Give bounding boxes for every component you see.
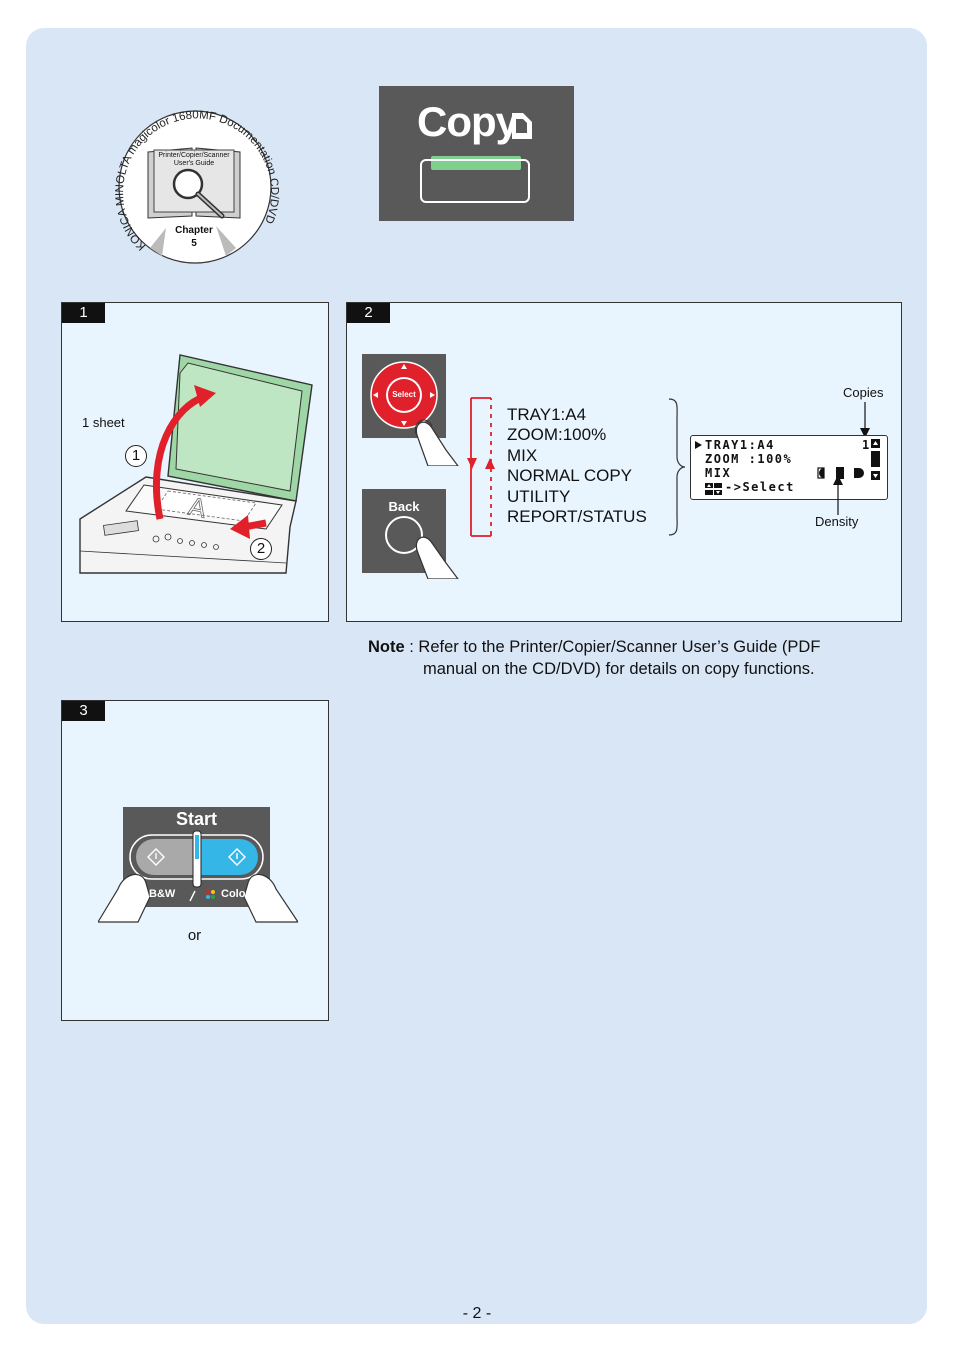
step1-circle-1: 1 (125, 445, 147, 467)
select-key-label: Select (392, 390, 416, 399)
step3-panel: 3 Start B&W Color or (61, 700, 329, 1021)
step1-circle-1-text: 1 (131, 447, 141, 464)
menu-item-utility: UTILITY (507, 486, 571, 506)
note-block: Note : Refer to the Printer/Copier/Scann… (368, 636, 908, 680)
copy-key-button-outline (420, 159, 530, 203)
copies-label: Copies (843, 385, 884, 400)
back-key-illustration[interactable] (362, 489, 462, 580)
step2-number: 2 (347, 303, 390, 323)
lcd-copies-value: 1 (862, 438, 870, 452)
scroll-arrows-bracket (467, 396, 499, 538)
bw-label: B&W (149, 888, 176, 900)
menu-item-normal-copy: NORMAL COPY (507, 466, 633, 486)
lcd-copies-scroll-icon (871, 439, 880, 481)
curly-brace (665, 397, 689, 537)
start-panel-illustration (96, 807, 300, 927)
copies-arrow (859, 402, 871, 438)
copy-key[interactable]: Copy (379, 86, 574, 221)
menu-item-list: TRAY1:A4 ZOOM:100% MIX NORMAL COPY UTILI… (507, 405, 647, 527)
book-title-line1: Printer/Copier/Scanner (158, 152, 230, 159)
step1-number: 1 (62, 303, 105, 323)
lcd-line-2: ZOOM :100% (705, 452, 793, 466)
lcd-updown-icon (705, 483, 723, 495)
documentation-cd-badge: KONICA MINOLTA magicolor 1680MF Document… (106, 98, 284, 276)
start-label: Start (175, 809, 217, 829)
note-label: Note (368, 638, 405, 656)
step1-panel: 1 1 sheet A 1 2 (61, 302, 329, 622)
note-line-1: Note : Refer to the Printer/Copier/Scann… (368, 636, 908, 658)
back-key-label: Back (388, 499, 420, 514)
page-number: - 2 - (462, 1305, 492, 1322)
menu-item-zoom: ZOOM:100% (507, 425, 607, 445)
bw-start-button[interactable] (150, 831, 194, 871)
step1-circle-2-text: 2 (256, 540, 266, 557)
lcd-line-3: MIX (705, 466, 732, 480)
density-label: Density (815, 514, 859, 529)
lcd-cursor-icon (695, 441, 702, 449)
select-key-illustration[interactable] (362, 354, 462, 467)
chapter-label: Chapter (175, 225, 213, 236)
menu-item-mix: MIX (507, 445, 538, 465)
color-start-button[interactable] (200, 831, 256, 871)
menu-item-report-status: REPORT/STATUS (507, 507, 647, 527)
sheet-label: 1 sheet (82, 415, 125, 430)
chapter-number: 5 (191, 238, 197, 249)
copy-key-label: Copy (417, 98, 519, 145)
step1-circle-2: 2 (250, 538, 272, 560)
scanner-illustration: A (76, 351, 316, 576)
or-label: or (187, 927, 202, 944)
copy-document-icon (510, 111, 534, 141)
step3-number: 3 (62, 701, 105, 721)
lcd-display: TRAY1:A4 ZOOM :100% MIX ->Select 1 (690, 435, 888, 500)
book-icon (144, 146, 244, 220)
note-text-line2: manual on the CD/DVD) for details on cop… (423, 660, 815, 678)
menu-item-tray: TRAY1:A4 (507, 405, 587, 424)
lcd-line-4: ->Select (725, 480, 795, 494)
lcd-line-1: TRAY1:A4 (705, 438, 775, 452)
note-text-line1: : Refer to the Printer/Copier/Scanner Us… (409, 638, 821, 656)
color-label: Color (221, 888, 250, 900)
book-title-line2: User's Guide (173, 160, 215, 167)
lcd-density-icon (817, 467, 867, 479)
step2-panel: 2 Select Back (346, 302, 902, 622)
density-arrow (832, 475, 844, 515)
